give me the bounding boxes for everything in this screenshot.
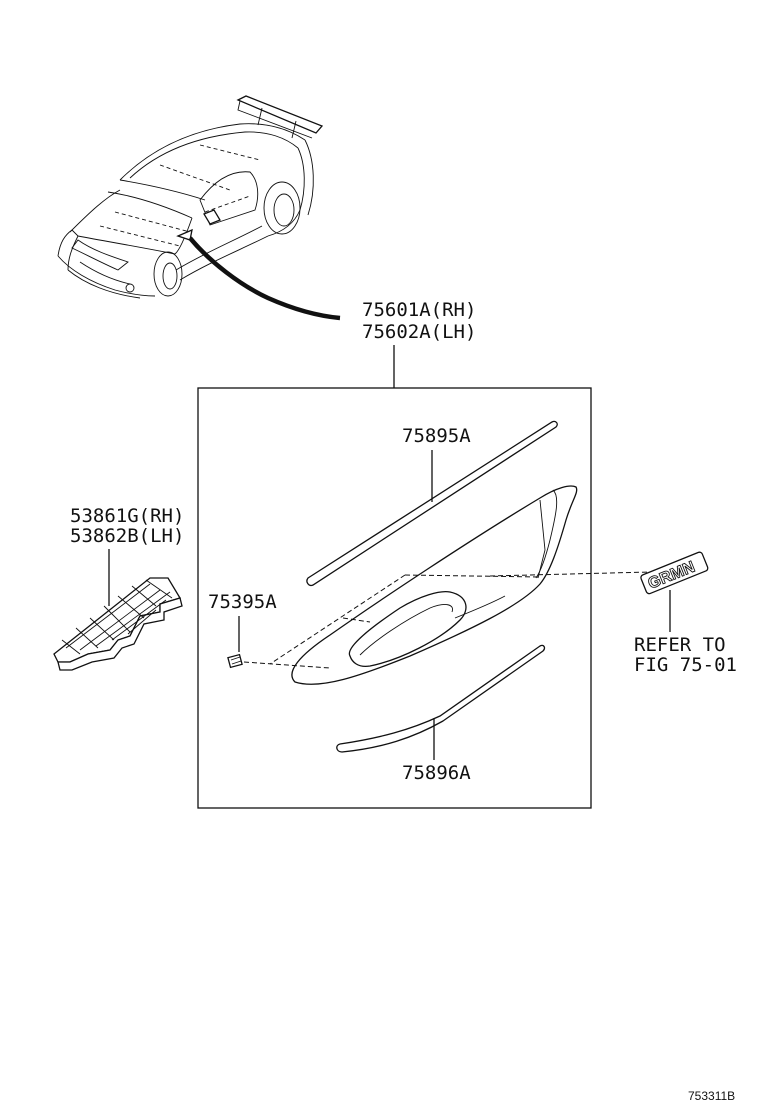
car-pointer-line <box>188 236 341 321</box>
vent-dash-line-2 <box>269 574 406 665</box>
assembly-lh-label: 75602A(LH) <box>362 321 476 343</box>
assembly-detail-box <box>197 387 592 809</box>
refer-label-line1: REFER TO <box>634 634 726 656</box>
side-vent-body <box>291 485 578 685</box>
upper-moulding-label: 75895A <box>402 425 471 447</box>
car-illustration <box>57 95 324 299</box>
lower-moulding-label: 75896A <box>402 762 471 784</box>
lower-moulding <box>336 644 546 753</box>
assembly-rh-label: 75601A(RH) <box>362 299 476 321</box>
grille-rh-label: 53861G(RH) <box>70 505 184 527</box>
vent-dash-line <box>404 574 541 578</box>
emblem-dash-line <box>489 571 651 577</box>
grmn-emblem: GRMN <box>640 551 709 595</box>
figure-id: 753311B <box>688 1089 735 1103</box>
clip-dash-line <box>243 661 331 669</box>
clip-dash-line-2 <box>342 617 371 623</box>
clip-part <box>227 653 243 669</box>
refer-label-line2: FIG 75-01 <box>634 654 737 676</box>
clip-label: 75395A <box>208 591 277 613</box>
grille-mesh-part <box>53 577 183 671</box>
upper-moulding <box>306 420 558 587</box>
grille-lh-label: 53862B(LH) <box>70 525 184 547</box>
